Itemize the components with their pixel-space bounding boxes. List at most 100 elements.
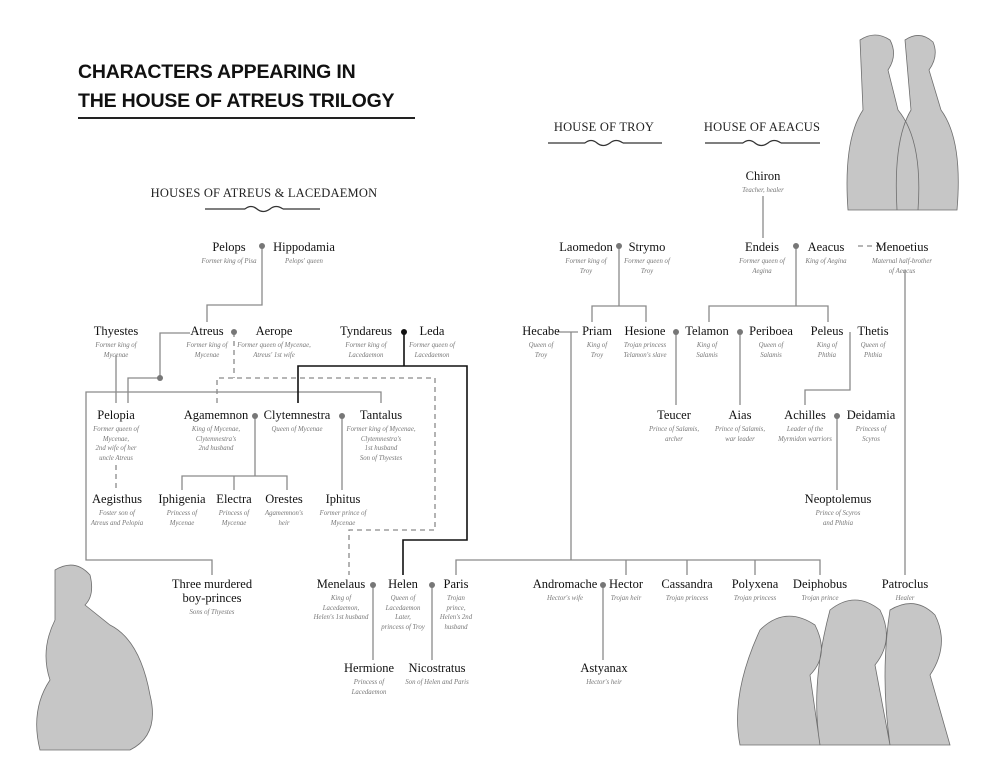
person-name: Laomedon bbox=[559, 240, 613, 254]
description-line: King of bbox=[816, 342, 838, 349]
person-name: Telamon bbox=[685, 324, 729, 338]
person-name: Paris bbox=[443, 577, 469, 591]
description-line: Clytemnestra's bbox=[195, 435, 237, 443]
person-description: Former queen of Troy bbox=[624, 257, 670, 276]
description-line: Mycenae bbox=[221, 519, 247, 527]
person-description: Trojan princess bbox=[661, 594, 712, 604]
description-line: Healer bbox=[895, 595, 915, 602]
person-name: Menelaus bbox=[316, 577, 366, 591]
description-line: Queen of Mycenae bbox=[271, 426, 323, 433]
person-name: Astyanax bbox=[580, 661, 628, 675]
description-line: of Aeacus bbox=[888, 267, 916, 275]
description-line: and Phthia bbox=[822, 519, 854, 527]
person-name: Polyxena bbox=[731, 577, 779, 591]
person-name: Aias bbox=[728, 408, 752, 422]
description-line: King of Mycenae, bbox=[191, 426, 241, 433]
page-title: CHARACTERS APPEARING IN THE HOUSE OF ATR… bbox=[78, 58, 395, 116]
person-name: Achilles bbox=[784, 408, 826, 422]
person-name: Peleus bbox=[810, 324, 844, 338]
description-line: prince, bbox=[446, 604, 466, 612]
description-line: Later, bbox=[395, 614, 411, 621]
person-name: Thyestes bbox=[93, 324, 139, 338]
description-line: Mycenae bbox=[194, 351, 220, 359]
description-line: Hector's wife bbox=[547, 595, 583, 602]
description-line: Queen of bbox=[758, 342, 784, 349]
description-line: Trojan princess bbox=[623, 342, 667, 349]
person-description: Prince of Salamis,war leader bbox=[715, 425, 765, 444]
description-line: Salamis bbox=[760, 351, 782, 359]
description-line: Prince of Scyros bbox=[815, 510, 861, 517]
person-description: Hector's heir bbox=[580, 678, 627, 688]
description-line: Former queen of bbox=[739, 258, 785, 265]
description-line: Lacedaemon bbox=[348, 351, 384, 359]
person-description: Former king of Pisa bbox=[202, 257, 257, 267]
description-line: Former king of Pisa bbox=[201, 258, 257, 265]
description-line: Atreus' 1st wife bbox=[253, 351, 295, 359]
description-line: Clytemnestra's bbox=[360, 435, 402, 443]
description-line: Former queen of bbox=[624, 258, 670, 265]
description-line: 1st husband bbox=[364, 445, 398, 452]
description-line: Queen of bbox=[528, 342, 554, 349]
person-name: Aerope bbox=[255, 324, 293, 338]
description-line: Former queen of bbox=[93, 426, 139, 433]
person-name: Tantalus bbox=[359, 408, 403, 422]
section-atreus-lacedaemon: HOUSES OF ATREUS & LACEDAEMON bbox=[150, 186, 378, 200]
person-name: Hermione bbox=[344, 661, 394, 675]
person-description: Teacher, healer bbox=[742, 186, 784, 196]
title-underline bbox=[78, 117, 415, 119]
person-name: Patroclus bbox=[881, 577, 929, 591]
description-line: Lacedaemon bbox=[351, 688, 387, 696]
description-line: Troy bbox=[640, 267, 654, 275]
person-description: Trojan princess bbox=[732, 594, 779, 604]
person-name: Tyndareus bbox=[340, 324, 392, 338]
description-line: Mycenae bbox=[169, 519, 195, 527]
description-line: Sons of Thyestes bbox=[189, 609, 235, 616]
description-line: Leader of the bbox=[786, 426, 824, 433]
person-name: Hector bbox=[608, 577, 644, 591]
description-line: Helen's 2nd bbox=[439, 614, 473, 621]
person-name: Menoetius bbox=[875, 240, 929, 254]
person-name: Andromache bbox=[532, 577, 598, 591]
description-line: Former king of bbox=[565, 258, 607, 265]
description-line: Trojan bbox=[447, 595, 465, 602]
person-name: Electra bbox=[216, 492, 252, 506]
person-name-line-2: boy-princes bbox=[182, 591, 242, 605]
description-line: Aegina bbox=[752, 267, 772, 275]
description-line: Queen of bbox=[390, 595, 416, 602]
person-description: Prince of Salamis,archer bbox=[649, 425, 699, 444]
person-name: Hecabe bbox=[522, 324, 560, 338]
person-name: Clytemnestra bbox=[263, 408, 331, 422]
person-description: Trojan heir bbox=[609, 594, 643, 604]
person-description: Healer bbox=[882, 594, 929, 604]
description-line: Mycenae bbox=[103, 351, 129, 359]
